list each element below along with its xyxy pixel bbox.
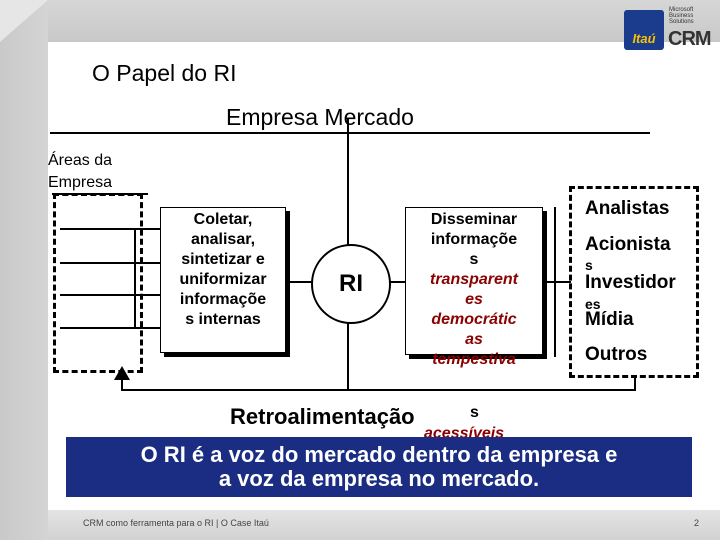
market-group — [569, 186, 699, 378]
market-connector — [554, 207, 556, 357]
page-number: 2 — [694, 518, 700, 528]
stakeholder-outros: Outros — [585, 344, 648, 365]
disseminate-box: Disseminar informaçõe s transparent es d… — [405, 207, 543, 368]
area-line-2 — [60, 262, 160, 264]
frame-corner — [0, 0, 48, 42]
frame-top — [0, 0, 720, 42]
stakeholder-midia: Mídia — [585, 309, 634, 330]
itau-logo: Itaú — [624, 10, 664, 50]
slide-title: O Papel do RI — [92, 60, 237, 86]
connector-left — [290, 281, 312, 283]
connector-right — [387, 281, 407, 283]
feedback-label: Retroalimentação — [230, 404, 415, 429]
area-line-3 — [60, 294, 160, 296]
areas-group — [53, 193, 143, 373]
stakeholder-acionistas: Acionista — [585, 234, 671, 255]
area-connector — [134, 228, 136, 328]
microsoft-business-solutions-logo: Microsoft Business Solutions — [669, 7, 694, 25]
collect-process-box: Coletar, analisar, sintetizar e uniformi… — [160, 207, 286, 353]
stakeholder-investidores: Investidor — [585, 272, 676, 293]
footer-caption: CRM como ferramenta para o RI | O Case I… — [83, 518, 269, 528]
feedback-suffix: s — [470, 404, 479, 421]
areas-label: Áreas da Empresa — [48, 152, 113, 191]
stakeholder-acionistas-suffix: s — [585, 257, 593, 273]
stakeholder-analistas: Analistas — [585, 198, 670, 219]
connector-market — [547, 281, 571, 283]
slide-subtitle: Empresa Mercado — [226, 104, 414, 130]
crm-logo: CRM — [668, 28, 712, 50]
ri-node: RI — [311, 244, 391, 324]
area-line-1 — [60, 228, 160, 230]
area-line-4 — [60, 327, 160, 329]
frame-bottom — [48, 510, 720, 540]
divider-line — [50, 132, 650, 134]
key-message-banner: O RI é a voz do mercado dentro da empres… — [66, 437, 692, 497]
stakeholder-investidores-suffix: es — [585, 296, 601, 312]
frame-left — [0, 0, 48, 540]
